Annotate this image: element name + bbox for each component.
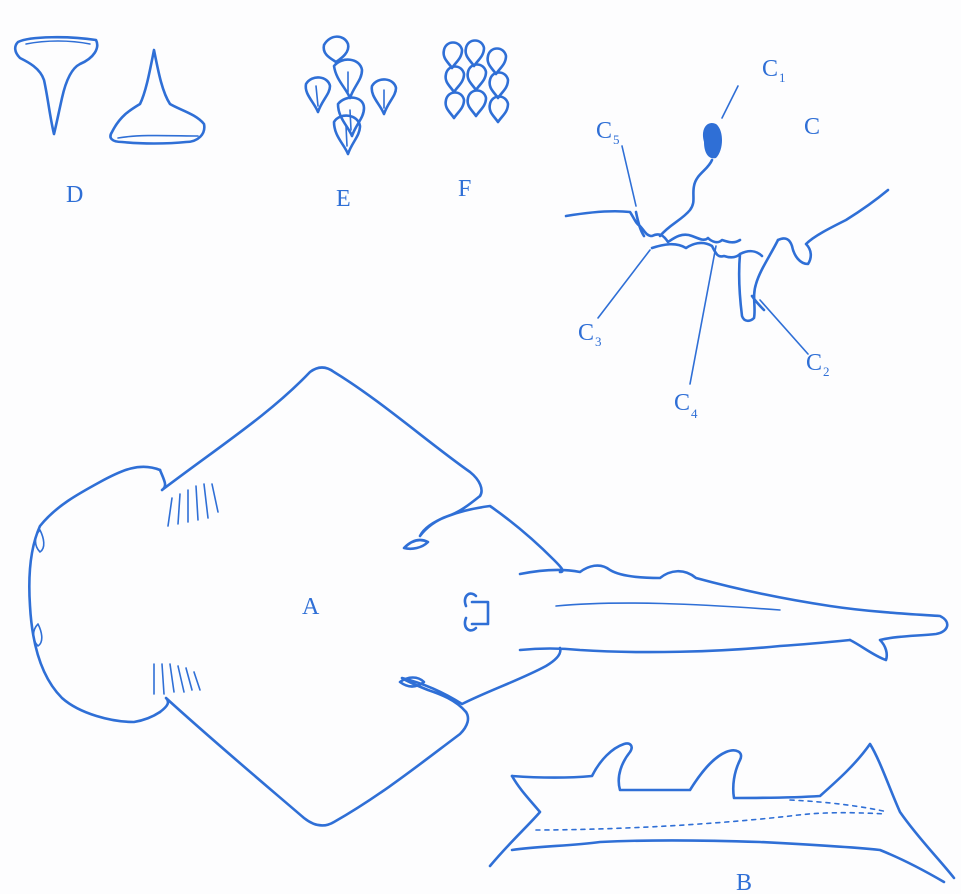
svg-text:5: 5 <box>613 132 620 147</box>
denticle <box>446 67 464 93</box>
c-outline-mid <box>652 243 762 257</box>
callout-c1: C 1 <box>762 56 786 85</box>
leader-c3 <box>598 250 650 318</box>
pectoral-fin-upper <box>160 368 482 497</box>
denticle <box>446 93 464 119</box>
denticle <box>468 65 486 91</box>
denticle <box>466 41 484 67</box>
svg-text:3: 3 <box>595 334 602 349</box>
head-outline <box>29 467 160 722</box>
pelvic-fin-lower <box>402 648 560 712</box>
tail-lateral-line <box>536 813 886 830</box>
nasal-barbel-lower <box>34 624 42 646</box>
c1-blob <box>703 123 722 158</box>
gill-slits-lower <box>154 664 200 694</box>
svg-text:4: 4 <box>691 406 698 421</box>
tail-body-lower <box>512 841 944 883</box>
callout-c2: C 2 <box>806 350 830 379</box>
svg-text:C: C <box>578 320 594 346</box>
tail-body-upper <box>512 743 954 878</box>
svg-text:2: 2 <box>823 364 830 379</box>
tail-snout-notch <box>490 776 540 866</box>
label-b: B <box>736 870 752 894</box>
tail-upper-dash <box>790 800 888 812</box>
denticle <box>490 97 508 123</box>
nasal-barbel-upper <box>36 530 44 552</box>
svg-text:C: C <box>806 350 822 376</box>
label-d: D <box>66 182 83 208</box>
leader-c4 <box>690 246 716 384</box>
denticle <box>306 77 330 112</box>
pectoral-fin-lower <box>160 698 468 825</box>
pelvic-clasp-mark-upper <box>404 540 428 549</box>
figure-b-tail <box>490 743 954 882</box>
c-outline-left <box>566 211 740 242</box>
tooth-upper-root-line <box>26 41 90 44</box>
c2-clasper-right <box>778 190 888 264</box>
callout-c3: C 3 <box>578 320 602 349</box>
leader-c2 <box>760 300 808 354</box>
denticle <box>324 37 349 62</box>
leader-c5 <box>622 146 636 206</box>
svg-text:C: C <box>674 390 690 416</box>
tooth-lower-root-line <box>118 136 198 139</box>
tail-upper-edge <box>520 566 947 660</box>
svg-text:C: C <box>762 56 778 82</box>
figure-f-denticles <box>444 41 508 123</box>
leader-c1 <box>722 86 738 118</box>
label-f: F <box>458 176 471 202</box>
gill-slits-upper <box>168 484 218 526</box>
svg-text:1: 1 <box>779 70 786 85</box>
callout-c5: C 5 <box>596 118 620 147</box>
denticle <box>444 43 462 69</box>
tooth-lower <box>110 50 204 144</box>
svg-text:C: C <box>596 118 612 144</box>
tail-lower-edge <box>520 640 850 652</box>
tooth-upper <box>15 37 97 134</box>
denticle <box>490 73 508 99</box>
c1-stalk <box>660 160 712 236</box>
denticle <box>468 91 486 117</box>
tail-center-line <box>556 603 780 610</box>
figure-d-teeth <box>15 37 204 143</box>
figure-e-denticles <box>306 37 396 154</box>
callout-c4: C 4 <box>674 390 698 421</box>
pelvic-fin-upper <box>420 496 562 572</box>
label-e: E <box>336 186 351 212</box>
figure-a-body <box>29 368 947 826</box>
denticle <box>488 49 506 75</box>
cloaca-center <box>472 602 488 624</box>
label-c: C <box>804 114 820 140</box>
figure-c-clasper-detail <box>566 86 888 384</box>
label-a: A <box>302 594 320 620</box>
